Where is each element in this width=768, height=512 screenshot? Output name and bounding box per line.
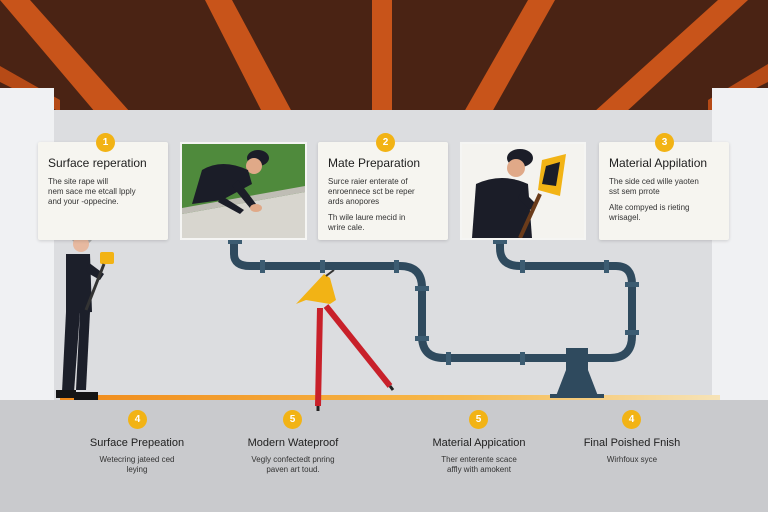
step-description: Ther enterente scace affly with amokent: [441, 455, 517, 474]
ceiling: [0, 0, 768, 112]
step-number-badge: 5: [283, 410, 302, 429]
step-number-badge: 4: [128, 410, 147, 429]
step-card-3: Material Appilation The side ced wille y…: [599, 142, 729, 240]
ceiling-beams: [0, 0, 768, 112]
step-label: Final Poished Fnish: [583, 437, 681, 449]
floor-glow-line: [60, 395, 720, 400]
step-label: Modern Wateproof: [247, 437, 339, 449]
step-number-badge: 5: [469, 410, 488, 429]
pipe-support-stand: [550, 348, 604, 398]
step-description: Vegly confectedt pnring paven art toud.: [251, 455, 335, 474]
photo-worker-kneeling: [180, 142, 307, 240]
pipe-system: [228, 238, 639, 398]
step-card-text: The side ced wille yaoten sst sem prrote…: [609, 177, 699, 222]
step-card-title: Surface reperation: [48, 156, 147, 170]
step-card-2: Mate Preparation Surce raier enterate of…: [318, 142, 448, 240]
step-number-badge: 2: [376, 133, 395, 152]
tripod-tool-icon: [296, 270, 395, 411]
photo-worker-with-trowel: [460, 142, 586, 240]
right-wall: [712, 88, 768, 418]
step-description: Wetecring jateed ced leying: [99, 455, 175, 474]
step-number-badge: 3: [655, 133, 674, 152]
step-card-1: Surface reperation The site rape will ne…: [38, 142, 168, 240]
step-label: Surface Prepeation: [89, 437, 185, 449]
step-card-title: Material Appilation: [609, 156, 708, 170]
worker-with-roller-icon: [56, 227, 114, 400]
step-card-text: The site rape will nem sace me etcall lp…: [48, 177, 136, 206]
step-card-title: Mate Preparation: [328, 156, 421, 170]
step-number-badge: 4: [622, 410, 641, 429]
step-label: Material Appication: [432, 437, 526, 449]
step-description: Wirhfoux syce: [606, 455, 658, 464]
step-number-badge: 1: [96, 133, 115, 152]
step-card-text: Surce raier enterate of enroennece sct b…: [328, 177, 415, 232]
